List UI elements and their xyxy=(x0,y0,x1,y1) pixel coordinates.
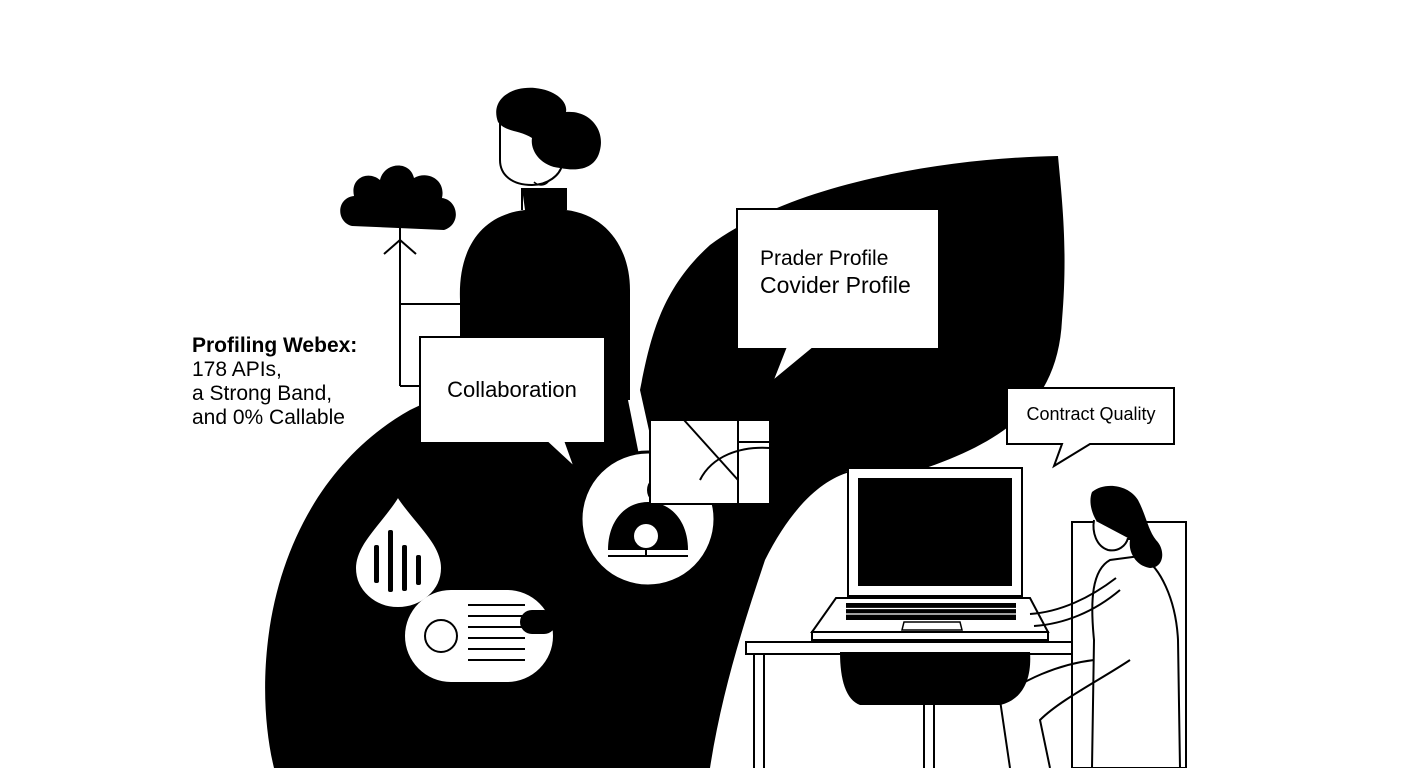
profile-bubble xyxy=(736,208,940,386)
droplet-icon xyxy=(355,498,442,608)
person-head xyxy=(496,87,601,187)
headline-line-2: 178 APIs, xyxy=(192,358,282,381)
grid-panel-icon xyxy=(649,419,771,505)
contract-quality-label: Contract Quality xyxy=(1026,404,1156,424)
collaboration-label: Collaboration xyxy=(447,377,577,402)
headline: Profiling Webex: 178 APIs, a Strong Band… xyxy=(192,334,452,430)
contract-bubble xyxy=(1006,387,1175,469)
chair xyxy=(840,652,1031,768)
covider-profile-label: Covider Profile xyxy=(760,272,911,298)
laptop-icon xyxy=(810,467,1050,641)
toggle-icon xyxy=(405,590,556,682)
seated-woman xyxy=(998,485,1187,768)
tree-icon xyxy=(340,165,501,387)
headline-line-1: Profiling Webex: xyxy=(192,334,358,357)
prader-profile-label: Prader Profile xyxy=(760,247,889,270)
headline-line-3: a Strong Band, xyxy=(192,382,333,405)
headline-line-4: and 0% Callable xyxy=(192,406,345,429)
collaboration-bubble xyxy=(419,336,606,469)
